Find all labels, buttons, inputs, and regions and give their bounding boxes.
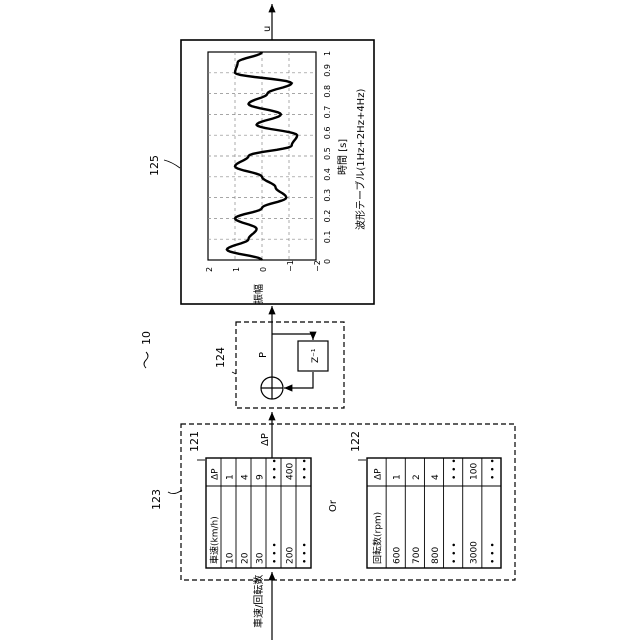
amplitude-tick-label: 1 — [232, 267, 241, 272]
rpm-table-ref: 122 — [349, 431, 362, 452]
time-tick-label: 0.5 — [323, 147, 332, 160]
delay-label: Z⁻¹ — [311, 348, 321, 363]
rpm-table-cell: 3000 — [469, 541, 479, 564]
time-tick-label: 0.2 — [323, 210, 332, 223]
speed-table-cell: 10 — [226, 552, 236, 564]
amplitude-axis-label: 振幅 — [252, 284, 265, 304]
delta-p-label: ΔP — [260, 433, 271, 446]
speed-table-cell: • • • — [301, 458, 311, 480]
waveform-ref: 125 — [148, 155, 161, 176]
speed-table-cell: 400 — [286, 463, 296, 480]
time-tick-label: 0.3 — [323, 189, 332, 202]
speed-table-ref: 121 — [188, 431, 201, 452]
time-tick-label: 0.6 — [323, 126, 332, 139]
map-block-leader — [168, 490, 182, 494]
speed-table-cell: 4 — [241, 474, 251, 480]
amplitude-tick-label: −1 — [286, 260, 295, 272]
amplitude-tick-label: 0 — [259, 267, 268, 272]
speed-table-cell: 20 — [241, 552, 251, 564]
input-signal-label: 車速/回転数 — [252, 575, 265, 628]
rpm-table-header-cell: ΔP — [374, 468, 384, 480]
feedback-path-bottom — [284, 372, 313, 388]
speed-table-cell: • • • — [271, 458, 281, 480]
rpm-table-cell: 4 — [431, 474, 441, 480]
waveform-title: 波形テーブル(1Hz+2Hz+4Hz) — [354, 89, 367, 230]
rpm-table-cell: • • • — [450, 542, 460, 564]
rpm-table: 回転数(rpm) ΔP 600 1 700 2 800 4 • • • • • • 3000 100 •… — [367, 458, 501, 568]
or-label: Or — [328, 499, 339, 512]
time-tick-label: 0.1 — [323, 230, 332, 243]
rpm-table-cell: 1 — [393, 474, 403, 480]
time-tick-label: 0.8 — [323, 85, 332, 98]
speed-table-header-cell: 車速(km/h) — [209, 516, 221, 564]
rpm-table-cell: 2 — [412, 474, 422, 480]
speed-table-cell: • • • — [301, 542, 311, 564]
figure-ref-leader — [144, 352, 148, 368]
speed-table-cell: 1 — [226, 474, 236, 480]
rpm-table-cell: • • • — [488, 458, 498, 480]
rpm-table-cell: • • • — [450, 458, 460, 480]
rpm-table-cell: 700 — [412, 547, 422, 564]
rpm-table-cell: 100 — [469, 463, 479, 480]
time-tick-label: 0 — [323, 259, 332, 264]
integrator-ref: 124 — [214, 347, 227, 368]
p-label: P — [258, 352, 269, 358]
feedback-path-top — [272, 334, 313, 340]
rpm-table-cell: • • • — [488, 542, 498, 564]
time-tick-label: 0.9 — [323, 64, 332, 77]
speed-table-cell: 30 — [256, 552, 266, 564]
map-block-ref: 123 — [150, 489, 163, 510]
figure-ref: 10 — [140, 331, 153, 345]
rpm-table-header-cell: 回転数(rpm) — [372, 512, 384, 564]
speed-table: 車速(km/h) ΔP 10 1 20 4 30 9 • • • • • • 200 400 • • •… — [206, 458, 311, 568]
waveform-leader — [164, 160, 180, 168]
speed-table-cell: • • • — [271, 542, 281, 564]
speed-table-cell: 9 — [256, 474, 266, 480]
time-tick-label: 0.4 — [323, 168, 332, 181]
time-tick-label: 1 — [323, 51, 332, 56]
time-tick-label: 0.7 — [323, 106, 332, 119]
amplitude-tick-label: 2 — [205, 267, 214, 272]
output-label: u — [262, 26, 273, 32]
speed-table-header-cell: ΔP — [211, 468, 221, 480]
time-axis-label: 時間 [s] — [337, 139, 349, 175]
rpm-table-cell: 800 — [431, 547, 441, 564]
rpm-table-cell: 600 — [393, 547, 403, 564]
speed-table-cell: 200 — [286, 547, 296, 564]
amplitude-tick-label: −2 — [313, 260, 322, 272]
